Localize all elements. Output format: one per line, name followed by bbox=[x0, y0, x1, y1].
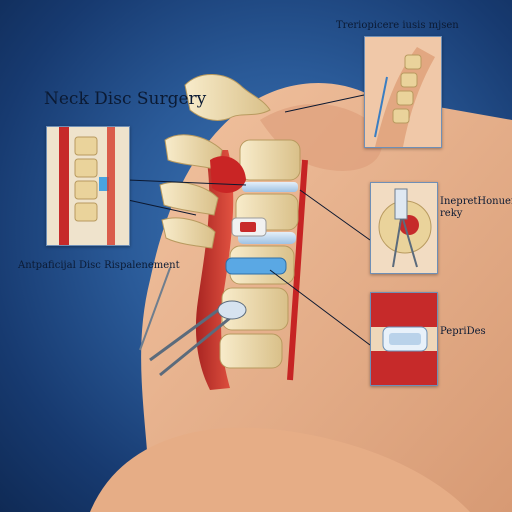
inset-bottom-right-detail bbox=[370, 292, 438, 386]
inset-top-right-graphic bbox=[365, 37, 441, 147]
disc-artificial bbox=[225, 257, 287, 275]
inset-bottom-right-graphic bbox=[371, 293, 437, 385]
spinous-process-3 bbox=[161, 217, 216, 249]
inset-mid-right-detail bbox=[370, 182, 438, 274]
leader-line-1 bbox=[127, 179, 247, 186]
leader-line-3 bbox=[284, 94, 365, 113]
label-top-right: Treriopicere iusis mjsen bbox=[336, 20, 459, 31]
instrument-shaft bbox=[139, 267, 171, 351]
leader-line-5 bbox=[269, 269, 371, 346]
inset-top-right-detail bbox=[364, 36, 442, 148]
spinal-cord bbox=[195, 150, 234, 390]
leader-line-2 bbox=[127, 199, 197, 216]
artery-right bbox=[287, 159, 308, 381]
label-artificial-disc-replacement: Antpaficijal Disc Rispalenement bbox=[18, 260, 180, 271]
skull-base-bone bbox=[184, 74, 271, 121]
disc-upper bbox=[242, 182, 298, 192]
inset-mid-right-graphic bbox=[371, 183, 437, 273]
label-bottom-right: PepriDes bbox=[440, 326, 486, 337]
inset-left-spine-detail bbox=[46, 126, 130, 246]
inset-left-graphic bbox=[47, 127, 129, 245]
leader-line-4 bbox=[299, 189, 371, 241]
instrument-tip bbox=[217, 300, 247, 320]
vertebra-c2 bbox=[239, 139, 301, 181]
implant-core bbox=[240, 222, 256, 232]
vertebra-c6 bbox=[219, 333, 283, 369]
surgical-instrument bbox=[149, 303, 231, 377]
shoulder-shape bbox=[90, 427, 470, 512]
page-title: Neck Disc Surgery bbox=[44, 89, 207, 109]
